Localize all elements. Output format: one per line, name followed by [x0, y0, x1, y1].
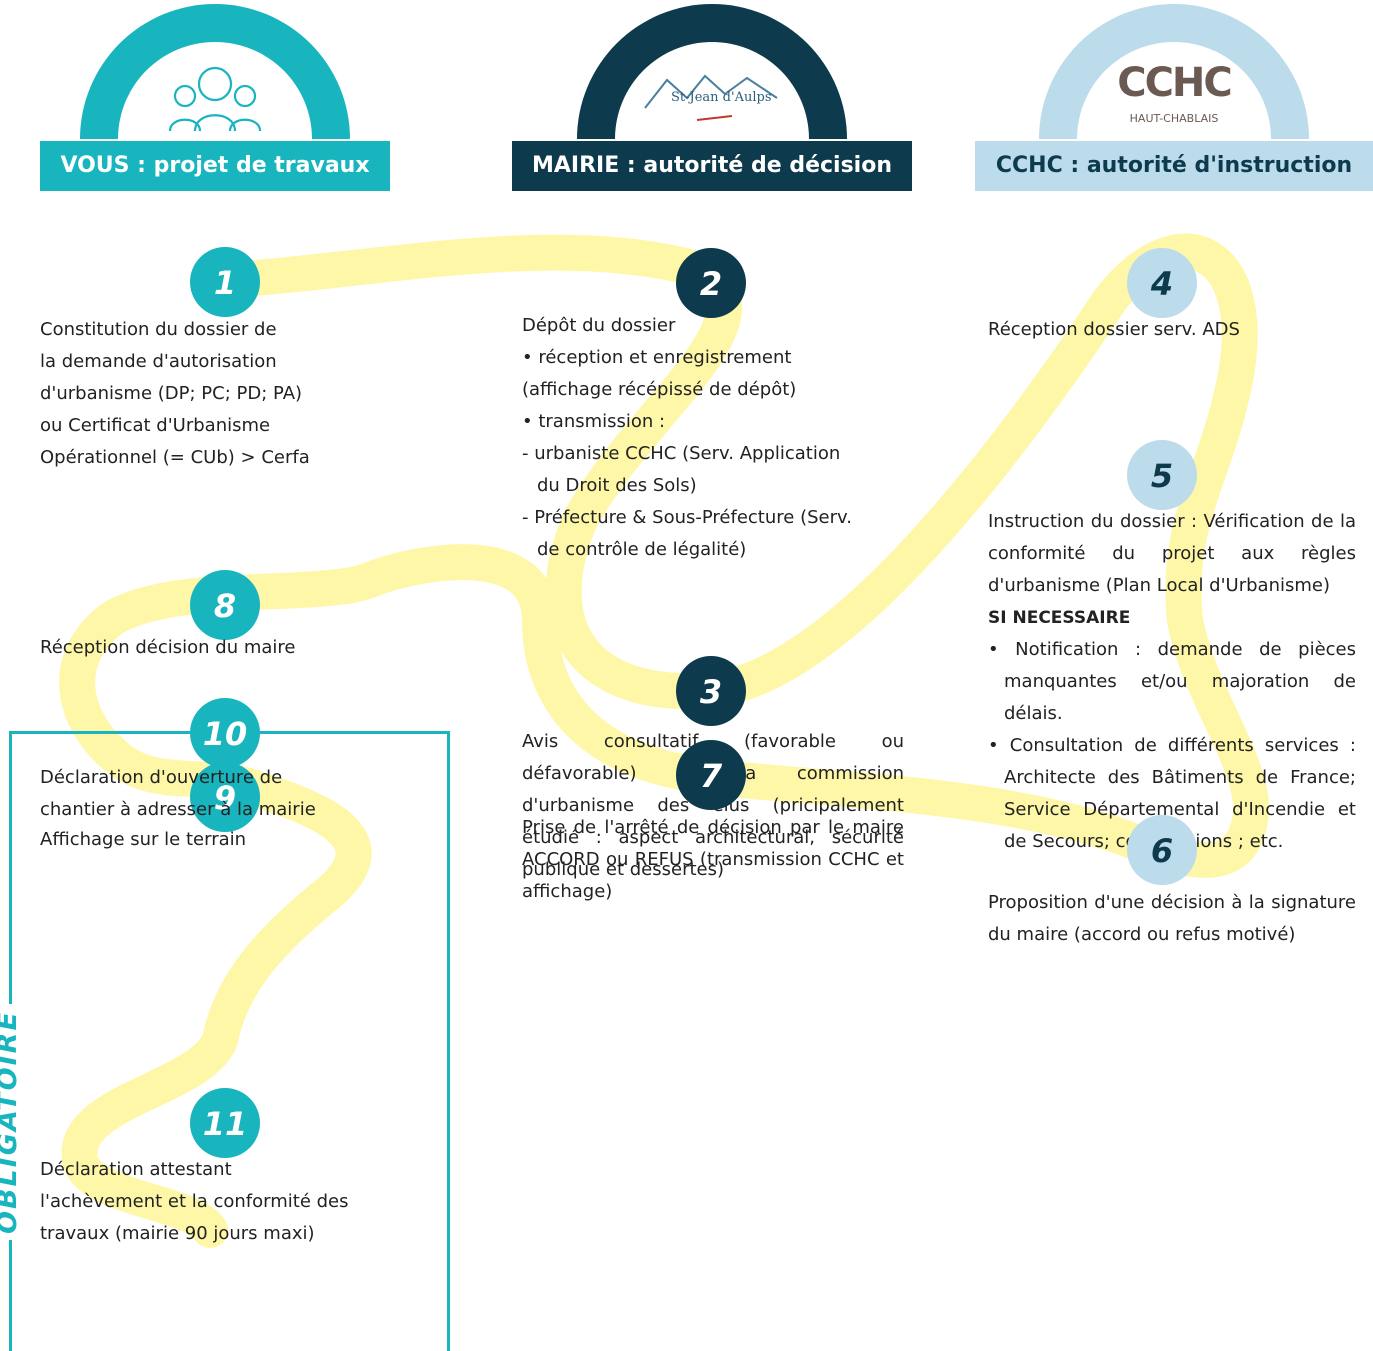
step-8-badge: 8 [190, 570, 260, 640]
step-11-badge: 11 [190, 1088, 260, 1158]
step-2-badge: 2 [676, 248, 746, 318]
people-icon [168, 66, 262, 131]
obligatoire-label: OBLIGATOIRE [0, 1004, 23, 1240]
cchc-logo-subtext: HAUT-CHABLAIS [1129, 112, 1219, 125]
header-mairie-label: MAIRIE : autorité de décision [512, 141, 912, 191]
cchc-logo-text: CCHC [1117, 60, 1233, 106]
step-6-badge: 6 [1127, 815, 1197, 885]
step-1-badge: 1 [190, 247, 260, 317]
header-cchc: CCHC HAUT-CHABLAIS CCHC : autorité d'ins… [975, 0, 1373, 192]
step-8-text: Réception décision du maire [40, 637, 296, 658]
mairie-logo-text: St-Jean d'Aulps [671, 90, 772, 105]
step-5-text: Instruction du dossier : Vérification de… [988, 511, 1356, 852]
header-vous: VOUS : projet de travaux [40, 0, 390, 192]
step-7-text: Prise de l'arrêté de décision par le mai… [522, 817, 904, 902]
step-7-badge: 7 [676, 740, 746, 810]
header-mairie: St-Jean d'Aulps MAIRIE : autorité de déc… [512, 0, 912, 192]
step-3-badge: 3 [676, 656, 746, 726]
step-10-badge: 10 [190, 698, 260, 768]
header-vous-label: VOUS : projet de travaux [40, 141, 390, 191]
step-4-badge: 4 [1127, 248, 1197, 318]
step-4-text: Réception dossier serv. ADS [988, 319, 1240, 340]
mairie-logo: St-Jean d'Aulps [637, 58, 787, 133]
step-9-badge: 9 [190, 762, 260, 832]
step-2-text: Dépôt du dossier• réception et enregistr… [522, 315, 852, 560]
step-9-text: Affichage sur le terrain [40, 829, 247, 850]
step-3-text: Avis consultatif (favorable ou défavorab… [522, 731, 904, 880]
step-5-badge: 5 [1127, 440, 1197, 510]
header-cchc-label: CCHC : autorité d'instruction [975, 141, 1373, 191]
cchc-logo: CCHC HAUT-CHABLAIS [1114, 58, 1234, 134]
step-6-text: Proposition d'une décision à la signatur… [988, 892, 1356, 945]
